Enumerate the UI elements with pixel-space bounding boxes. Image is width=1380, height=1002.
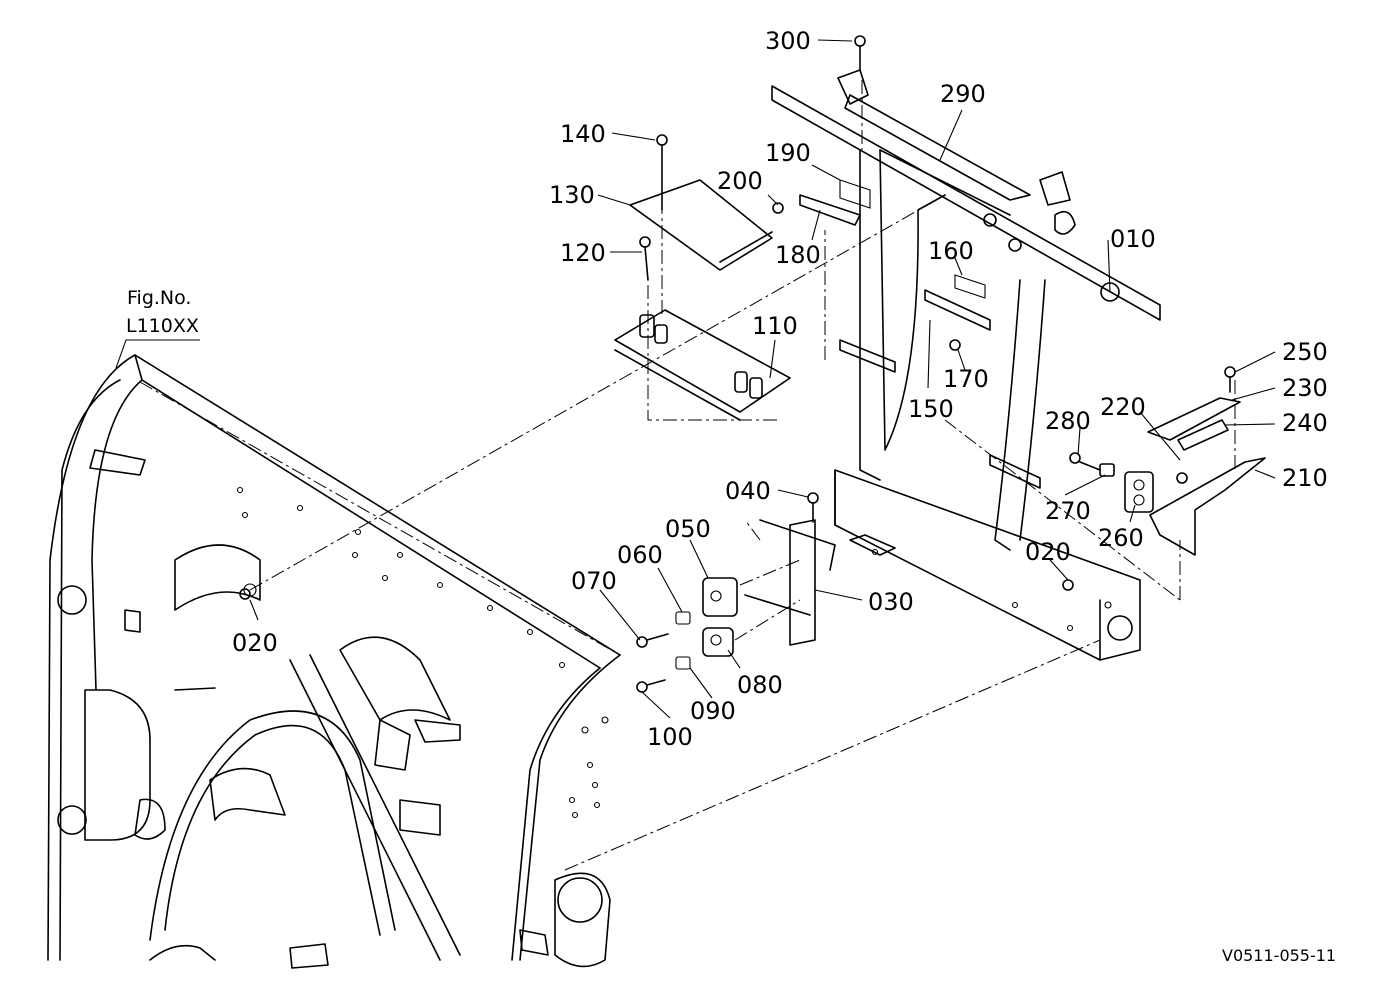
part-label-250: 250 (1282, 338, 1328, 366)
part-label-050: 050 (665, 515, 711, 543)
part-label-040: 040 (725, 477, 771, 505)
part-label-120: 120 (560, 239, 606, 267)
part-label-260: 260 (1098, 524, 1144, 552)
part-label-280: 280 (1045, 407, 1091, 435)
top-rail (771, 69, 1161, 321)
right-bracket (1124, 397, 1266, 556)
tractor-frame (47, 354, 621, 969)
part-label-230: 230 (1282, 374, 1328, 402)
part-label-150: 150 (908, 395, 954, 423)
lower-brackets (675, 519, 836, 670)
part-label-130: 130 (549, 181, 595, 209)
part-label-300: 300 (765, 27, 811, 55)
part-label-210: 210 (1282, 464, 1328, 492)
part-label-190: 190 (765, 139, 811, 167)
leader-lines (115, 39, 1276, 719)
part-label-140: 140 (560, 120, 606, 148)
part-label-270: 270 (1045, 497, 1091, 525)
part-label-220: 220 (1100, 393, 1146, 421)
part-label-100: 100 (647, 723, 693, 751)
assembly-lines (139, 80, 1236, 871)
part-label-090: 090 (690, 697, 736, 725)
drawing-code: V0511-055-11 (1222, 946, 1337, 965)
part-label-060: 060 (617, 541, 663, 569)
cover-plates (614, 179, 791, 421)
part-label-020-right: 020 (1025, 538, 1071, 566)
part-label-080: 080 (737, 671, 783, 699)
fig-no-value: L110XX (126, 315, 199, 337)
part-label-180: 180 (775, 241, 821, 269)
part-label-070: 070 (571, 567, 617, 595)
fig-no-label: Fig.No. (127, 287, 192, 309)
main-support-frame (799, 149, 1141, 661)
part-label-170: 170 (943, 365, 989, 393)
part-label-030: 030 (868, 588, 914, 616)
part-label-010: 010 (1110, 225, 1156, 253)
part-label-020-left: 020 (232, 629, 278, 657)
part-label-110: 110 (752, 312, 798, 340)
part-label-160: 160 (928, 237, 974, 265)
part-label-200: 200 (717, 167, 763, 195)
part-label-240: 240 (1282, 409, 1328, 437)
part-label-290: 290 (940, 80, 986, 108)
